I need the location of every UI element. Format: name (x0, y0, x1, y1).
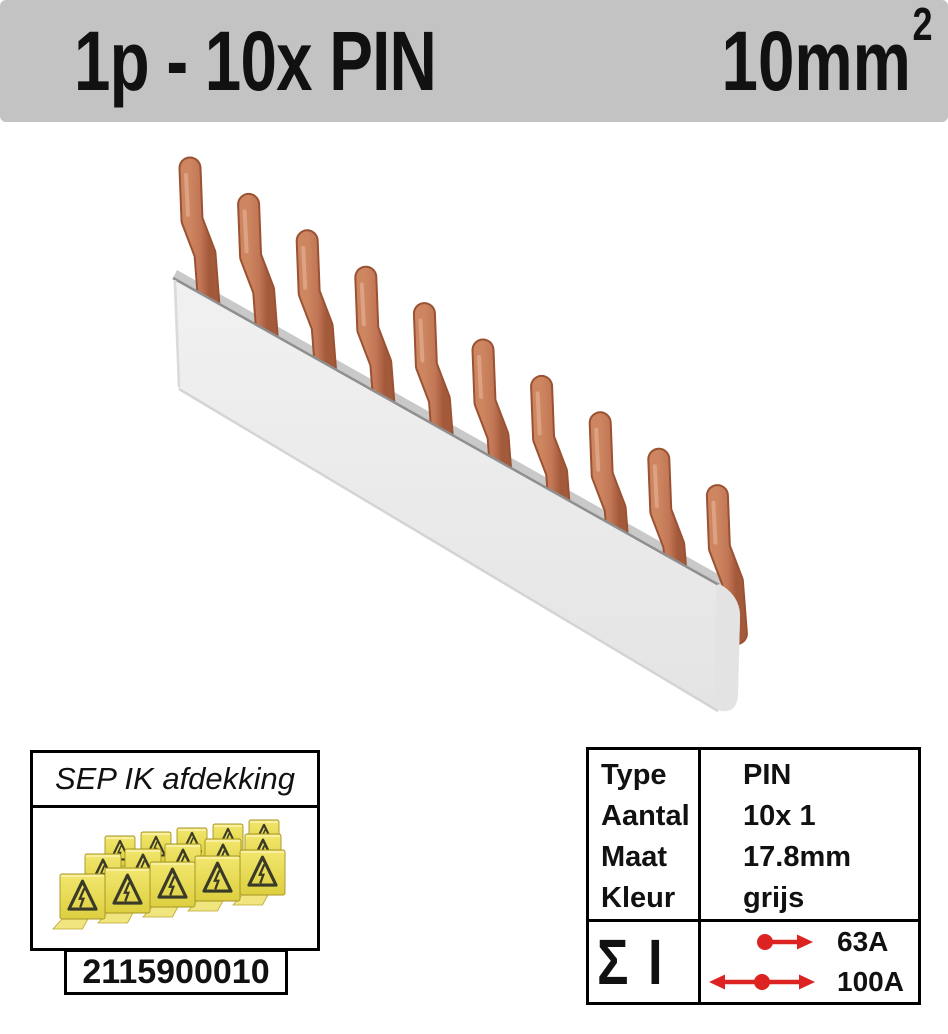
warning-cover-clip (232, 849, 286, 906)
header-bar: 1p - 10x PIN 10mm2 (0, 0, 948, 122)
busbar-pin (301, 245, 308, 290)
busbar-pin (242, 209, 249, 254)
busbar-pin (652, 464, 659, 509)
sum-current-cell: Σ I (589, 919, 701, 1002)
busbar-pin (594, 427, 601, 472)
spec-label-maat: Maat (601, 841, 668, 873)
spec-label-aantal: Aantal (601, 800, 690, 832)
spec-label-kleur: Kleur (601, 882, 676, 914)
warning-triangle-icon (202, 861, 233, 893)
left-dot-right-arrow-icon (709, 974, 815, 990)
warning-cover-clip (52, 873, 106, 930)
busbar-product-image (172, 156, 748, 713)
busbar-pin (418, 318, 425, 363)
current-ratings-cell: 63A 100A (701, 919, 918, 1002)
wire-size-exponent: 2 (911, 0, 932, 50)
spec-value-type: PIN (743, 759, 792, 791)
busbar-pin (711, 500, 718, 545)
busbar-pin (184, 173, 190, 217)
rating-row-63a: 63A (707, 926, 918, 957)
busbar-pin (414, 304, 453, 462)
spec-table: Type Aantal Maat Kleur PIN 10x 1 17.8mm … (586, 747, 921, 1005)
sum-current-symbol: Σ I (597, 926, 663, 998)
spec-label-column: Type Aantal Maat Kleur (589, 750, 701, 919)
accessory-box: SEP IK afdekking (30, 750, 320, 951)
busbar-pin (239, 194, 278, 352)
spec-value-maat: 17.8mm (743, 841, 852, 873)
busbar-left-edge (173, 279, 181, 388)
warning-cover-clip (187, 855, 241, 912)
accessory-title: SEP IK afdekking (33, 753, 317, 808)
busbar-pin (180, 158, 219, 316)
busbar-pin (297, 231, 336, 389)
busbar-bottom-edge (178, 387, 719, 713)
warning-cover-clip (142, 861, 196, 918)
accessory-clips (52, 819, 286, 930)
warning-cover-clip (97, 867, 151, 924)
spec-value-kleur: grijs (743, 882, 805, 914)
accessory-image (52, 819, 286, 930)
busbar-end-face (714, 584, 740, 711)
busbar-pin (477, 355, 483, 399)
warning-triangle-icon (112, 873, 143, 905)
wire-size-label: 10mm2 (721, 0, 932, 110)
article-number: 2115900010 (64, 949, 288, 995)
rating-100a-label: 100A (837, 966, 904, 997)
wire-size-value: 10mm (721, 13, 911, 108)
warning-triangle-icon (247, 855, 278, 887)
warning-triangle-icon (157, 867, 188, 899)
spec-value-aantal: 10x 1 (743, 800, 816, 832)
product-title: 1p - 10x PIN (74, 13, 437, 108)
spec-value-column: PIN 10x 1 17.8mm grijs (701, 750, 918, 919)
busbar-seam (172, 276, 720, 587)
spec-label-type: Type (601, 759, 667, 791)
warning-triangle-icon (67, 879, 98, 911)
rating-row-100a: 100A (707, 966, 918, 997)
busbar-pin (356, 267, 395, 425)
busbar-pin (535, 391, 542, 436)
rating-63a-label: 63A (837, 926, 889, 957)
busbar-pin (359, 282, 366, 327)
busbar-body (173, 278, 740, 712)
dot-right-arrow-icon (757, 934, 813, 950)
